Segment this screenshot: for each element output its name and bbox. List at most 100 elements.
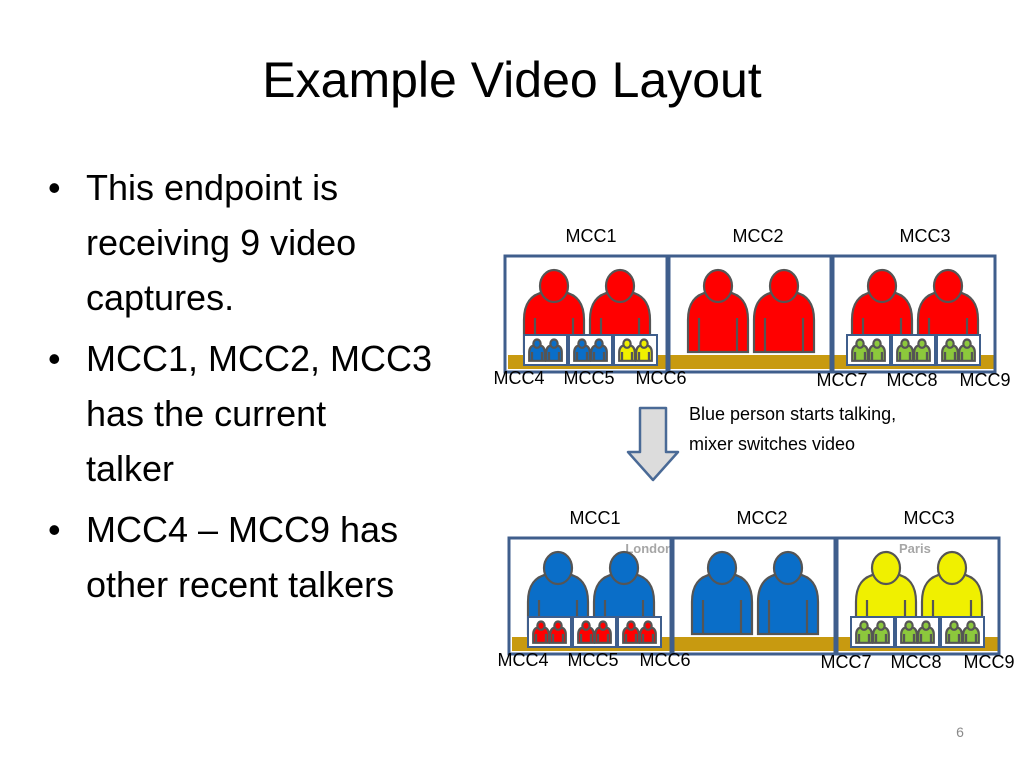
arrow-note-line: Blue person starts talking,	[689, 404, 896, 424]
person-head	[966, 620, 976, 631]
city-label: Paris	[899, 541, 931, 556]
person-head	[870, 550, 902, 586]
thumbnail-person	[639, 620, 657, 644]
thumbnail-person	[900, 620, 918, 644]
person-head	[639, 338, 649, 349]
bullet-line: MCC1, MCC2, MCC3	[86, 338, 433, 379]
thumbnail-person	[545, 338, 563, 362]
page-number: 6	[956, 724, 964, 740]
mcc-thumb-label: MCC7	[816, 370, 867, 390]
bullet-item: This endpoint is receiving 9 video captu…	[44, 160, 474, 325]
person-head	[604, 268, 636, 304]
bullet-line: has the current	[86, 393, 327, 434]
video-frame-border	[667, 254, 833, 374]
person-head	[553, 620, 563, 631]
person-head	[706, 550, 738, 586]
person-head	[772, 550, 804, 586]
video-frame-border	[831, 254, 997, 374]
person-head	[876, 620, 886, 631]
person-head	[962, 338, 972, 349]
thumbnail-person	[851, 338, 869, 362]
person-head	[542, 550, 574, 586]
person-head	[900, 338, 910, 349]
bullet-line: talker	[86, 448, 175, 489]
bullet-line: MCC4 – MCC9 has	[86, 509, 399, 550]
mcc-thumb-label: MCC7	[820, 652, 871, 672]
thumbnail-person	[590, 338, 608, 362]
thumbnail-person	[573, 338, 591, 362]
thumbnail-person	[958, 338, 976, 362]
person-head	[594, 338, 604, 349]
mcc-thumb-label: MCC6	[635, 368, 686, 388]
person-head	[549, 338, 559, 349]
person-head	[532, 338, 542, 349]
video-frame-border	[835, 536, 1001, 656]
person-head	[608, 550, 640, 586]
thumbnail-person	[532, 620, 550, 644]
mcc-thumb-label: MCC4	[497, 650, 548, 670]
bullet-item: MCC4 – MCC9 has other recent talkers	[44, 502, 474, 612]
thumbnail-person	[868, 338, 886, 362]
bullet-list: This endpoint is receiving 9 video captu…	[44, 160, 474, 618]
thumbnail-person	[635, 338, 653, 362]
person-head	[872, 338, 882, 349]
bullet-line: other recent talkers	[86, 564, 395, 605]
person-head	[768, 268, 800, 304]
mcc-thumb-label: MCC9	[959, 370, 1010, 390]
mcc-thumb-label: MCC4	[493, 368, 544, 388]
person-head	[536, 620, 546, 631]
mcc-main-label: MCC3	[899, 226, 950, 246]
slide-title: Example Video Layout	[262, 52, 762, 108]
main-talker-person	[690, 550, 754, 636]
person-head	[945, 338, 955, 349]
mcc-main-label: MCC1	[569, 508, 620, 528]
person-head	[855, 338, 865, 349]
mcc-main-label: MCC2	[732, 226, 783, 246]
person-head	[932, 268, 964, 304]
person-head	[626, 620, 636, 631]
thumbnail-person	[896, 338, 914, 362]
thumbnail-person	[872, 620, 890, 644]
person-head	[859, 620, 869, 631]
mcc-main-label: MCC2	[736, 508, 787, 528]
main-talker-person	[756, 550, 820, 636]
thumbnail-person	[618, 338, 636, 362]
thumbnail-person	[594, 620, 612, 644]
down-arrow-icon	[626, 406, 680, 482]
video-frame-border	[507, 536, 673, 656]
bullet-line: This endpoint is	[86, 167, 339, 208]
thumbnail-person	[945, 620, 963, 644]
video-frame-border	[671, 536, 837, 656]
mcc-main-label: MCC3	[903, 508, 954, 528]
thumbnail-person	[917, 620, 935, 644]
thumbnail-person	[962, 620, 980, 644]
mcc-thumb-label: MCC8	[886, 370, 937, 390]
main-talker-person	[752, 268, 816, 354]
thumbnail-person	[622, 620, 640, 644]
person-head	[936, 550, 968, 586]
person-head	[702, 268, 734, 304]
person-head	[538, 268, 570, 304]
person-head	[949, 620, 959, 631]
city-label: London	[625, 541, 673, 556]
thumbnail-person	[577, 620, 595, 644]
person-head	[598, 620, 608, 631]
video-frame-border	[503, 254, 669, 374]
person-head	[643, 620, 653, 631]
person-head	[622, 338, 632, 349]
person-head	[904, 620, 914, 631]
thumbnail-person	[549, 620, 567, 644]
mcc-thumb-label: MCC5	[567, 650, 618, 670]
bullet-item: MCC1, MCC2, MCC3 has the current talker	[44, 331, 474, 496]
bullet-line: captures.	[86, 277, 235, 318]
mcc-thumb-label: MCC5	[563, 368, 614, 388]
person-head	[581, 620, 591, 631]
arrow-note-line: mixer switches video	[689, 434, 855, 454]
person-head	[921, 620, 931, 631]
person-head	[917, 338, 927, 349]
bullet-line: receiving 9 video	[86, 222, 357, 263]
mcc-thumb-label: MCC8	[890, 652, 941, 672]
person-head	[577, 338, 587, 349]
thumbnail-person	[855, 620, 873, 644]
